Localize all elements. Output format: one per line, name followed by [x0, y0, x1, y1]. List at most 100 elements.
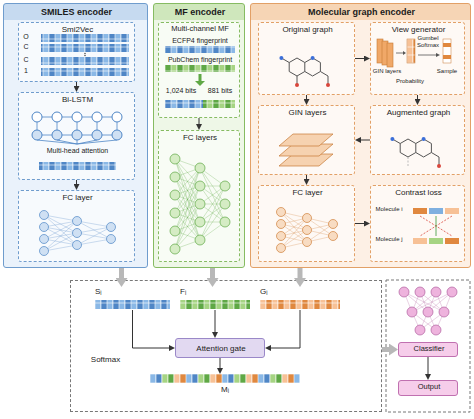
feature-vector: Sᵢ	[95, 287, 170, 310]
feature-vector	[260, 287, 340, 310]
node-title: Output	[399, 383, 459, 392]
node-title: View generator	[371, 25, 466, 34]
node-text: 1,024 bits	[161, 87, 201, 95]
node-title: Bi-LSTM	[19, 95, 136, 104]
fc-network-part	[195, 199, 205, 209]
fc-network-part	[200, 168, 225, 222]
connector-arrow	[271, 310, 300, 348]
fc-network-part	[175, 168, 200, 195]
fc-network-part	[77, 227, 111, 233]
node-text: PubChem fingerprint	[159, 56, 241, 64]
fusion-frame: SoftmaxSᵢFᵢGᵢAttention gateMᵢ	[70, 280, 382, 412]
fc-network-part	[195, 163, 205, 173]
diagram-label: Molecule i	[372, 206, 406, 213]
node-title: Classifier	[399, 345, 459, 354]
fc-network-part	[277, 208, 286, 217]
diagram-label: O	[21, 33, 31, 41]
process-box: FC layer	[258, 185, 355, 262]
connector-arrow	[220, 358, 221, 368]
view-generator-drawing-part	[396, 53, 403, 54]
node-title: Augmented graph	[371, 108, 466, 117]
embedding-vectors-part	[41, 68, 129, 76]
classifier-box: Classifier	[398, 342, 458, 357]
fc-network-part	[303, 226, 312, 235]
process-box: GIN layers	[258, 105, 355, 175]
node-title: Original graph	[259, 25, 356, 34]
fused-vector: Mᵢ	[150, 374, 300, 396]
fingerprint-strips-part	[165, 65, 235, 72]
fc-network-part	[77, 239, 111, 245]
fc-network-part	[170, 208, 180, 218]
classifier-network	[399, 287, 457, 335]
molecule-drawing-part	[326, 83, 330, 87]
fc-network-part	[44, 233, 77, 251]
classifier-network-part	[415, 325, 425, 335]
contrast-drawing-part	[429, 208, 443, 214]
fc-network-part	[40, 247, 49, 256]
fc-network-part	[195, 181, 205, 191]
fc-network	[159, 131, 239, 261]
lstm-cells-part	[39, 162, 116, 170]
feature-vector-part	[260, 300, 340, 309]
view-generator-drawing-part	[443, 43, 451, 47]
fc-network-part	[303, 214, 312, 223]
fc-network-part	[175, 222, 200, 249]
fc-network-part	[170, 226, 180, 236]
connector-arrow	[428, 357, 429, 374]
encoder-panel: MF encoder Multi-channel MFECFP4 fingerp…	[153, 3, 245, 268]
process-box: Multi-channel MFECFP4 fingerprintPubChem…	[158, 22, 240, 118]
diagram-label: Probability	[393, 78, 427, 85]
fc-network-part	[44, 221, 77, 251]
process-box: Original graph	[258, 22, 355, 95]
feature-vector: Fᵢ	[180, 287, 250, 310]
contrast-drawing-part	[429, 238, 443, 244]
flow-arrow	[119, 268, 124, 278]
embedding-vectors-part	[41, 34, 129, 42]
node-title: FC layers	[159, 133, 241, 142]
node-title: Gᵢ	[260, 287, 280, 296]
feature-vector-part	[95, 300, 170, 309]
connector-arrow	[199, 118, 200, 124]
fc-network-part	[200, 186, 225, 240]
diagram-label: C	[21, 43, 31, 51]
fc-network-part	[73, 217, 82, 226]
fc-network-part	[195, 217, 205, 227]
fc-network-part	[73, 241, 82, 250]
node-title: FC layer	[19, 193, 136, 202]
node-title: GIN layers	[259, 108, 356, 117]
connector-arrow	[215, 310, 216, 332]
connector-arrow	[306, 95, 307, 99]
contrast-drawing-part	[420, 216, 452, 236]
node-title: Smi2Vec	[19, 25, 136, 34]
fc-network-part	[77, 221, 111, 239]
flow-arrow	[382, 347, 389, 352]
connector-arrow	[355, 223, 364, 224]
contrast-drawing-part	[413, 238, 427, 244]
fc-network-part	[44, 215, 77, 221]
classifier-frame	[386, 280, 470, 412]
view-generator-drawing-part	[387, 43, 393, 67]
node-title: Fᵢ	[180, 287, 200, 296]
view-generator-drawing-part	[403, 51, 406, 55]
flow-arrow	[298, 268, 303, 278]
contrast-drawing-part	[445, 208, 459, 214]
fingerprint-strips-part	[199, 74, 202, 82]
view-generator-drawing-part	[418, 55, 436, 56]
lstm-cells-part	[72, 130, 82, 140]
fingerprint-strips-part	[203, 100, 235, 108]
diagram-label: C	[21, 56, 31, 64]
connector-arrow	[361, 140, 370, 141]
output-box: Output	[398, 380, 458, 396]
feature-vector	[95, 287, 170, 310]
lstm-cells-part	[72, 112, 82, 122]
diagram-label: Sample	[432, 68, 462, 75]
fc-network-part	[277, 232, 286, 241]
lstm-cells-part	[52, 112, 62, 122]
embedding-vectors-part	[84, 55, 85, 56]
fc-network-part	[170, 244, 180, 254]
fc-network-part	[77, 221, 111, 227]
process-box: FC layer	[18, 190, 135, 262]
classifier-network-part	[415, 287, 425, 297]
